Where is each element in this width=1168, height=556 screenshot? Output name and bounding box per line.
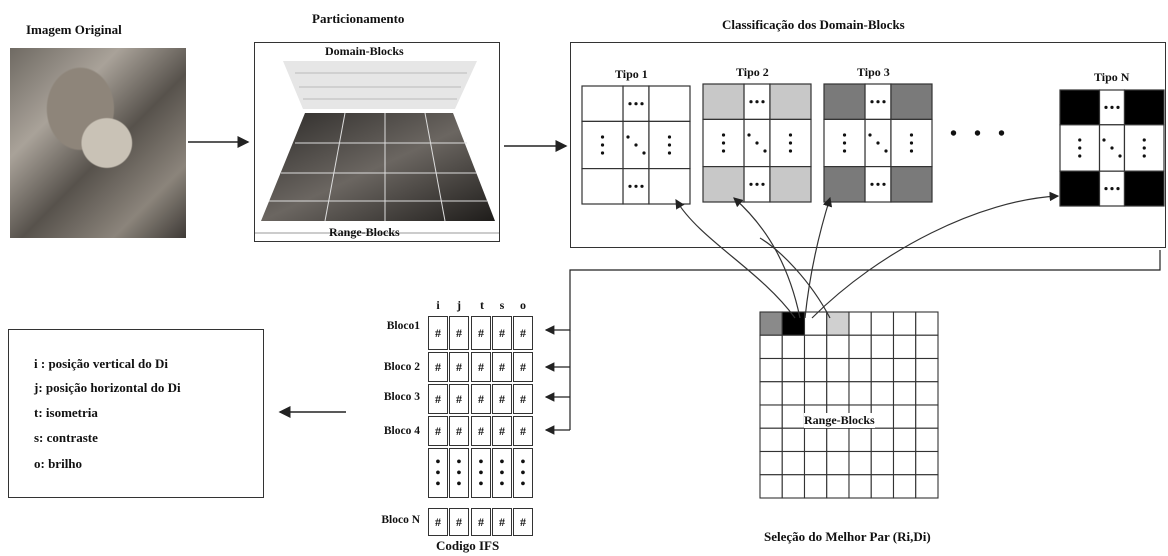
ifs-row-label-3: Bloco 3 — [383, 391, 420, 403]
ifs-cell: # — [449, 508, 469, 536]
ifs-header-i: i — [436, 298, 440, 312]
ifs-cell: # — [471, 352, 491, 382]
range-blocks-label: Range-Blocks — [329, 225, 400, 239]
type-grid-2 — [702, 83, 812, 203]
curve-to-type1 — [675, 198, 796, 319]
original-image — [10, 48, 186, 238]
arrow-to-bloco1 — [544, 250, 1161, 335]
partition-image: Domain-Blocks Range-Blocks — [254, 42, 500, 242]
ifs-cell: # — [471, 508, 491, 536]
ifs-cell: # — [428, 352, 448, 382]
ifs-row-label-4: Bloco 4 — [383, 425, 420, 437]
legend-line-2: j: posição horizontal do Di — [34, 380, 181, 395]
best-pair-title: Seleção do Melhor Par (Ri,Di) — [764, 529, 931, 544]
ifs-cell: # — [471, 316, 491, 350]
curve-extra — [759, 237, 831, 319]
ifs-row-label-1: Bloco1 — [386, 320, 420, 332]
ifs-cell: # — [513, 316, 533, 350]
original-image-title: Imagem Original — [26, 22, 122, 37]
type-grid-4 — [1059, 89, 1165, 207]
ifs-row-label-2: Bloco 2 — [383, 361, 420, 373]
ifs-cell: # — [492, 416, 512, 446]
type-grid-3 — [823, 83, 933, 203]
legend-box — [8, 329, 264, 498]
ifs-cell: # — [428, 508, 448, 536]
classification-title: Classificação dos Domain-Blocks — [722, 17, 905, 32]
ifs-dots-cell: ••• — [449, 448, 469, 498]
ifs-cell: # — [428, 316, 448, 350]
ifs-dots-cell: ••• — [428, 448, 448, 498]
ifs-cell: # — [513, 352, 533, 382]
ifs-cell: # — [428, 416, 448, 446]
ifs-cell: # — [449, 384, 469, 414]
ifs-header-o: o — [520, 298, 526, 312]
curve-to-typeN — [811, 191, 1060, 319]
ifs-cell: # — [471, 416, 491, 446]
ifs-cell: # — [492, 352, 512, 382]
ifs-cell: # — [513, 508, 533, 536]
ifs-dots-cell: ••• — [492, 448, 512, 498]
curve-to-type2 — [733, 197, 801, 319]
ifs-header-j: j — [457, 298, 461, 312]
ifs-code-title: Codigo IFS — [436, 538, 500, 553]
ifs-header-t: t — [480, 298, 484, 312]
legend-line-3: t: isometria — [34, 405, 98, 420]
range-cell — [915, 474, 939, 499]
ifs-cell: # — [428, 384, 448, 414]
ifs-cell: # — [449, 416, 469, 446]
ifs-cell: # — [449, 352, 469, 382]
legend-line-1: i : posição vertical do Di — [34, 356, 168, 371]
type-2-label: Tipo 2 — [736, 65, 769, 79]
range-grid-label: Range-Blocks — [804, 413, 875, 428]
type-3-label: Tipo 3 — [857, 65, 890, 79]
type-grid-1 — [581, 85, 691, 205]
legend-line-5: o: brilho — [34, 456, 83, 471]
ifs-cell: # — [492, 316, 512, 350]
ifs-header-s: s — [499, 298, 505, 312]
type-1-label: Tipo 1 — [615, 67, 648, 81]
ifs-cell: # — [449, 316, 469, 350]
legend-line-4: s: contraste — [34, 430, 98, 445]
type-n-label: Tipo N — [1094, 70, 1130, 84]
ifs-cell: # — [513, 416, 533, 446]
ifs-cell: # — [492, 508, 512, 536]
partition-drawing — [255, 61, 499, 241]
ifs-row-label-n: Bloco N — [381, 514, 420, 526]
ifs-cell: # — [513, 384, 533, 414]
ifs-dots-cell: ••• — [471, 448, 491, 498]
domain-blocks-label: Domain-Blocks — [325, 44, 404, 58]
ellipsis: • • • — [950, 123, 1012, 145]
curve-to-type3 — [804, 196, 833, 319]
ifs-dots-cell: ••• — [513, 448, 533, 498]
ifs-cell: # — [471, 384, 491, 414]
partition-title: Particionamento — [312, 11, 405, 26]
ifs-cell: # — [492, 384, 512, 414]
range-trapezoid — [261, 113, 495, 221]
